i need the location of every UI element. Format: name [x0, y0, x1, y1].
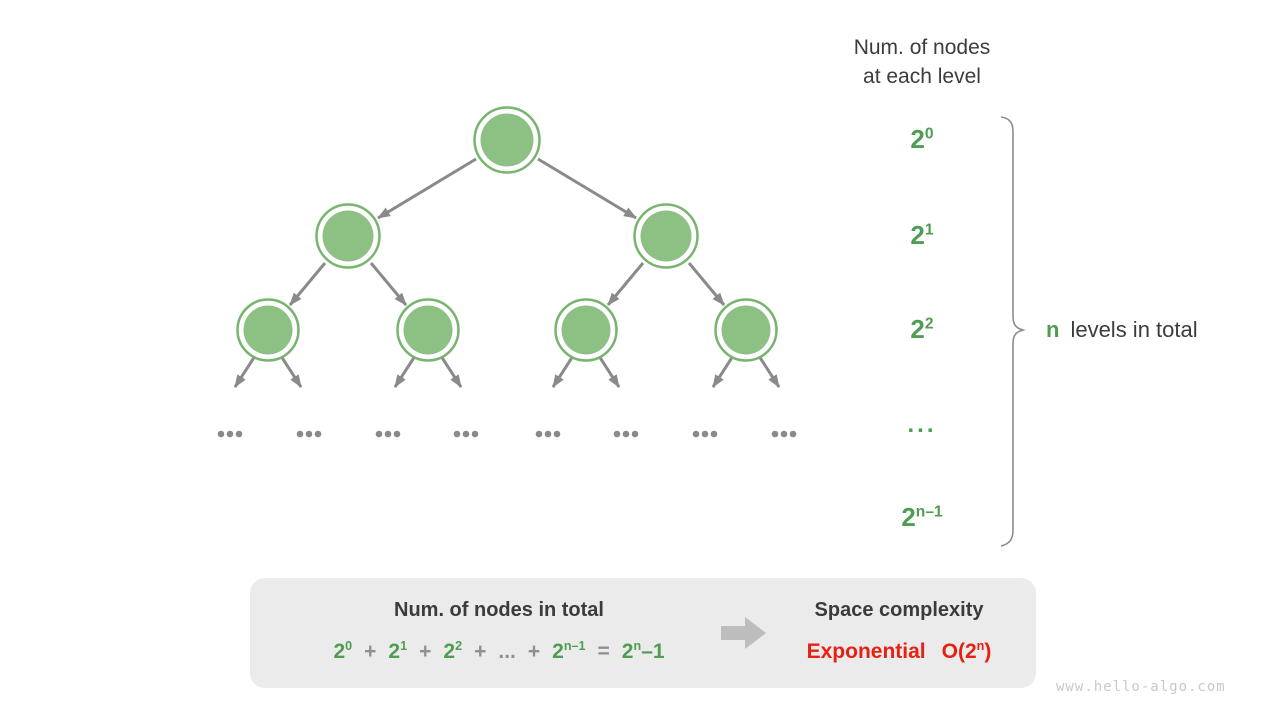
ellipsis-group [453, 430, 479, 438]
tree-node-root [473, 106, 541, 174]
level-label-n-1: 2n–1 [901, 502, 943, 532]
tree-edge-arrow [279, 355, 303, 388]
tree-edge-arrow [687, 262, 726, 306]
tree-node [396, 298, 460, 362]
tree-edge-arrow [393, 355, 417, 388]
ellipsis-group [296, 430, 322, 438]
tree-node [714, 298, 778, 362]
ellipsis-group [692, 430, 718, 438]
tree-edge-arrow [288, 262, 327, 306]
tree-node [633, 203, 699, 269]
tree-edge-arrow [711, 355, 735, 388]
levels-brace [1000, 116, 1026, 547]
formula-equals: = [597, 640, 610, 663]
complexity-word: Exponential [806, 640, 926, 663]
ellipsis-group [375, 430, 401, 438]
watermark: www.hello-algo.com [1056, 679, 1226, 695]
tree-edge-arrow [369, 262, 408, 306]
ellipsis-group [771, 430, 797, 438]
implies-arrow-icon [721, 617, 766, 649]
tree-node [315, 203, 381, 269]
tree-edge-arrow [439, 355, 463, 388]
tree-edge-arrow [233, 355, 257, 388]
ellipsis-group [217, 430, 243, 438]
formula-ellipsis: ... [498, 640, 516, 663]
level-label-ellipsis: ... [907, 411, 937, 438]
formula-result: 2n–1 [621, 639, 665, 663]
tree-edge-arrow [597, 355, 621, 388]
level-label-2: 22 [910, 314, 934, 344]
levels-total-n: n [1046, 317, 1060, 342]
levels-total-label: n levels in total [1046, 317, 1198, 343]
ellipsis-group [535, 430, 561, 438]
formula-plus: + [419, 640, 432, 663]
tree-edge-arrow [377, 157, 477, 220]
column-header-line1: Num. of nodes [853, 36, 991, 59]
space-complexity-title: Space complexity [814, 599, 984, 621]
tree-edge-arrow [606, 262, 645, 306]
formula-term-2-1: 21 [388, 639, 408, 663]
total-nodes-formula: 20 +21 +22 +... +2n–1 = 2n–1 [249, 639, 749, 664]
tree-edges [233, 157, 781, 388]
tree-node [236, 298, 300, 362]
tree-edge-arrow [757, 355, 781, 388]
level-label-1: 21 [910, 220, 934, 250]
tree-edge-arrow [551, 355, 575, 388]
formula-term-2-2: 22 [443, 639, 463, 663]
binary-tree-figure [217, 106, 1026, 547]
total-nodes-title: Num. of nodes in total [394, 599, 604, 621]
ellipsis-group [613, 430, 639, 438]
level-label-0: 20 [910, 124, 934, 154]
levels-total-text: levels in total [1070, 317, 1198, 342]
column-header-line2: at each level [863, 65, 981, 88]
complexity-big-o: O(2n) [941, 639, 992, 663]
formula-plus: + [527, 640, 541, 663]
complexity-value: Exponential O(2n) [760, 639, 1038, 664]
tree-ellipsis-dots [217, 430, 797, 438]
formula-plus: + [364, 640, 377, 663]
formula-term-2-0: 20 [333, 639, 353, 663]
formula-plus: + [474, 640, 487, 663]
tree-node [554, 298, 618, 362]
tree-nodes [236, 106, 778, 362]
formula-term-2-n-1: 2n–1 [552, 639, 586, 663]
summary-box [250, 578, 1036, 688]
tree-edge-arrow [537, 157, 637, 220]
column-header: Num. of nodes at each level [812, 33, 1032, 91]
